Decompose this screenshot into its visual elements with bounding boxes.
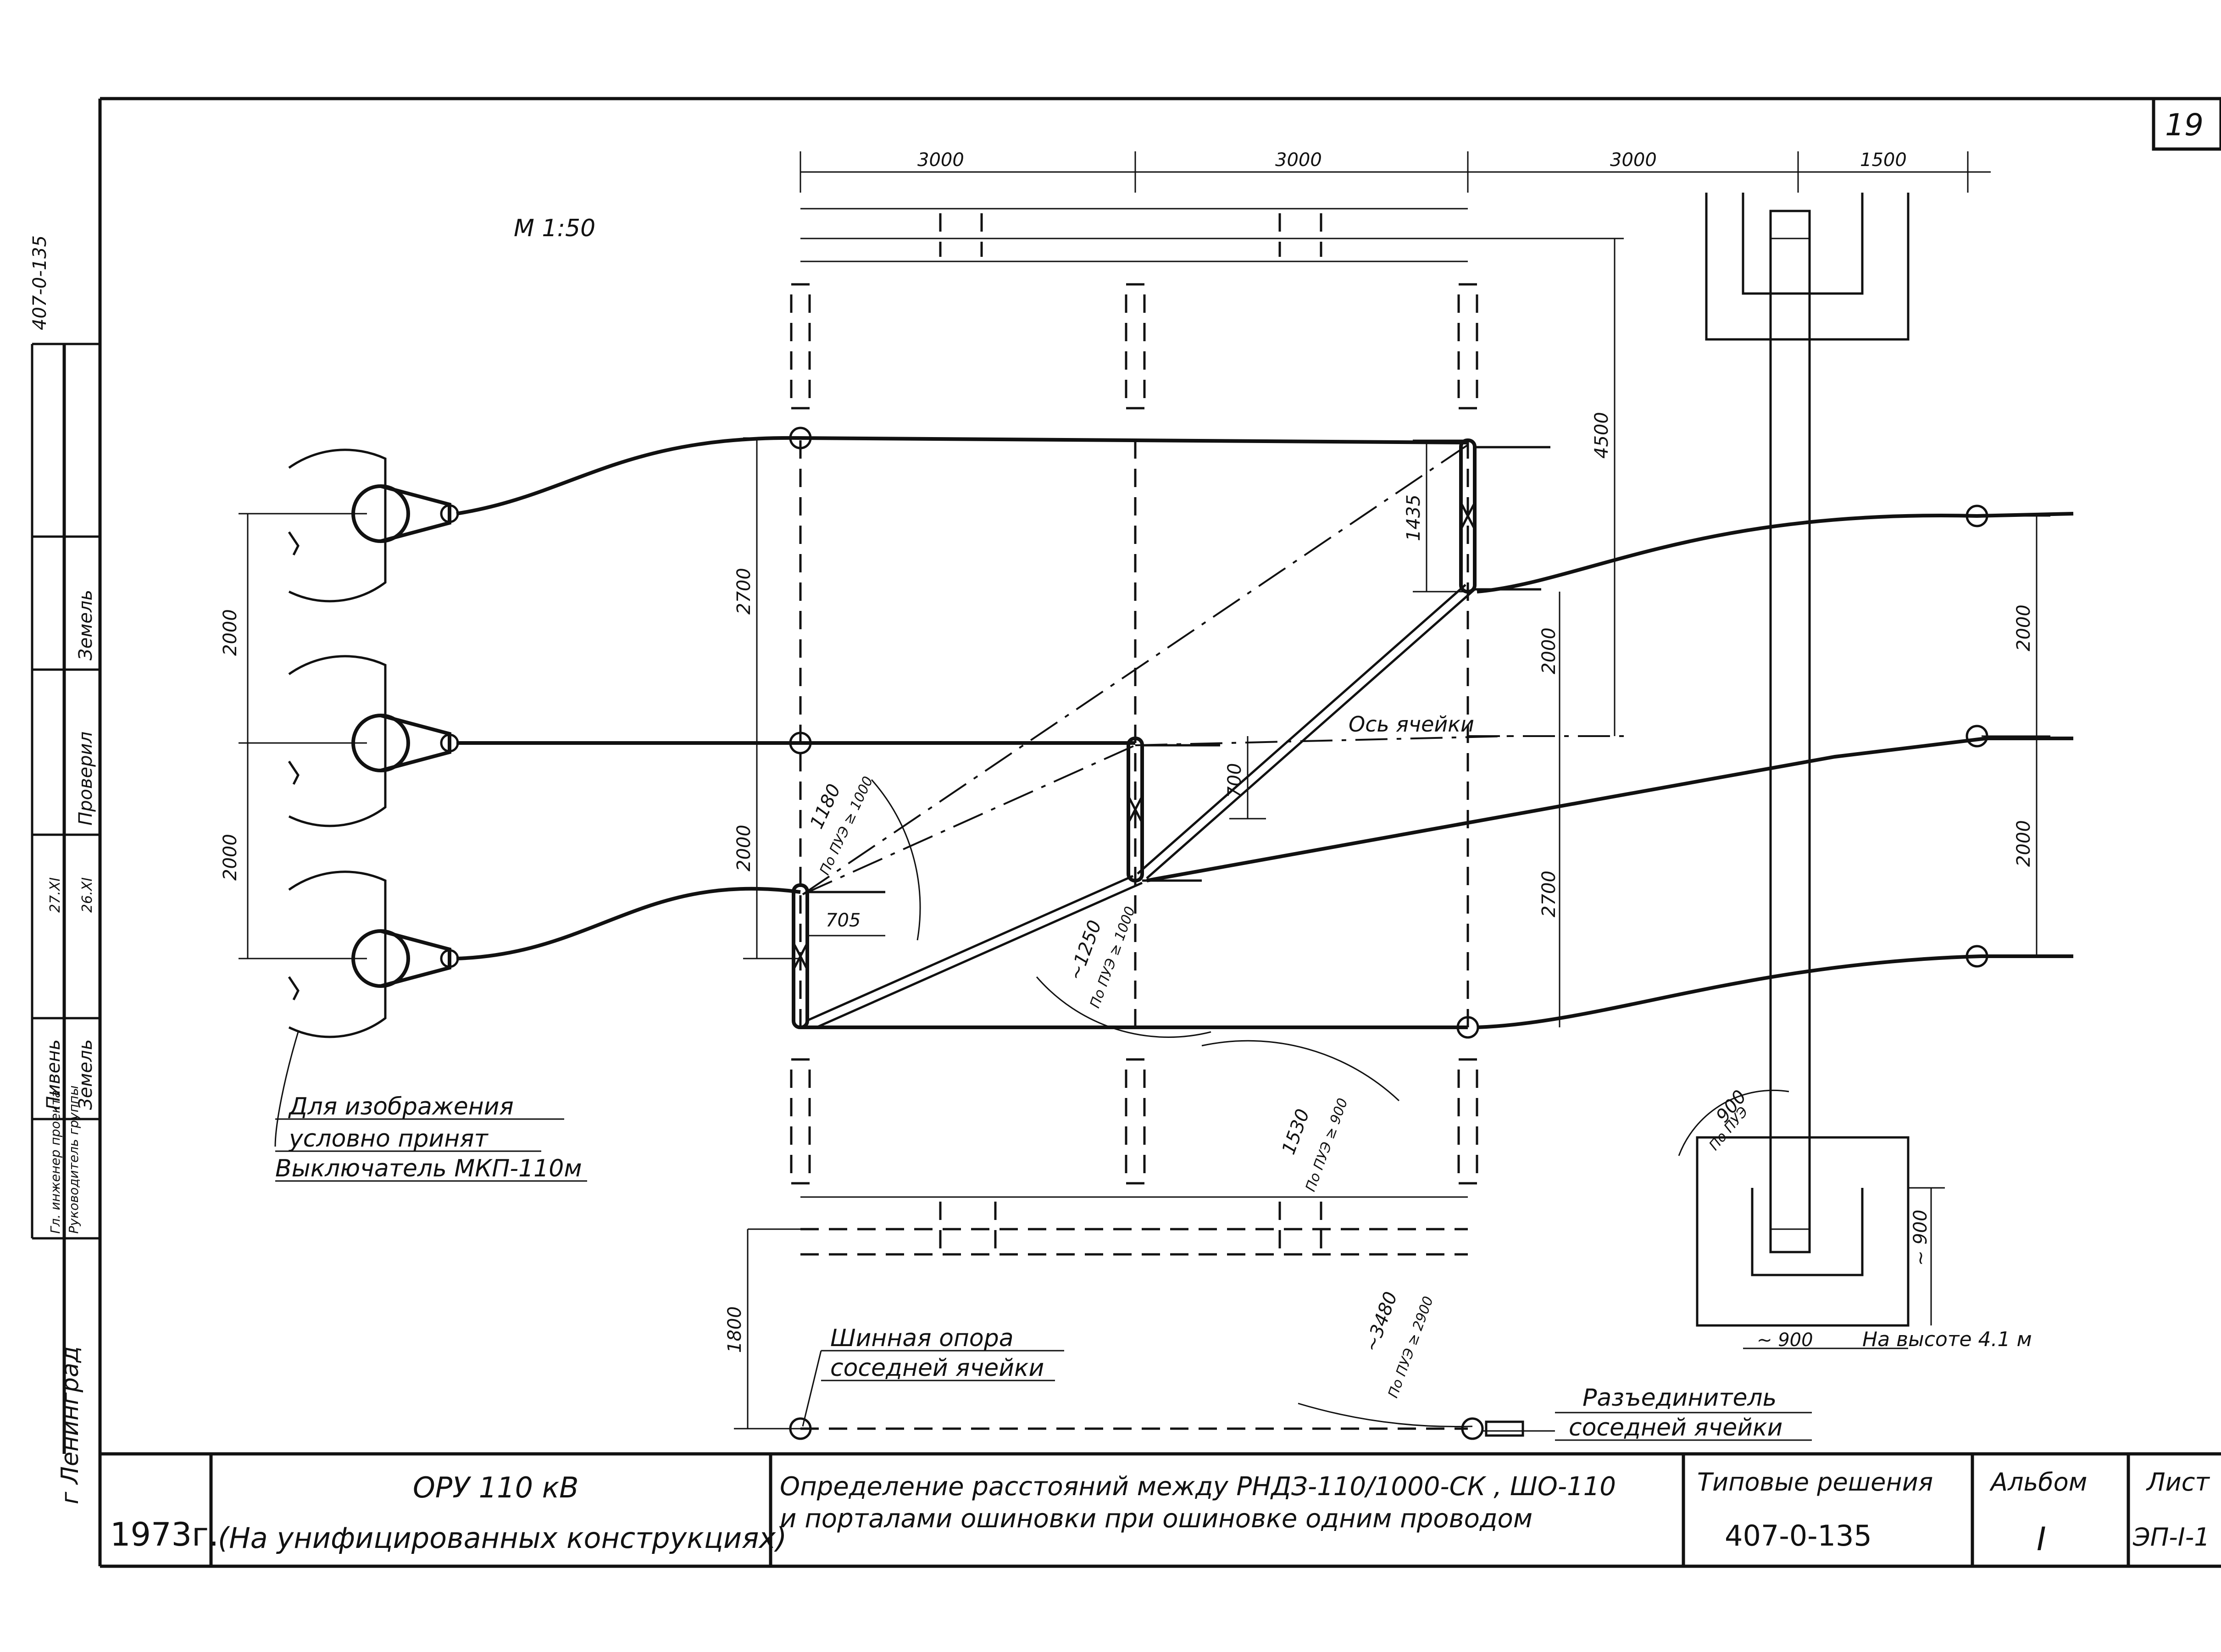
cell-axis-label: Ось ячейки <box>1349 712 1474 737</box>
disconnector-label-2: соседней ячейки <box>1569 1414 1782 1441</box>
sheet-corner-number: 19 <box>2165 107 2204 143</box>
dim-1800: 1800 <box>724 1306 745 1353</box>
side-stamp-city: г Ленинград <box>56 1346 84 1504</box>
side-stamp-checked-name: Земель <box>75 590 96 660</box>
breaker-note-leader <box>274 1031 587 1182</box>
breaker-note-line-2: условно принят <box>288 1125 489 1153</box>
dim-top-3000-c: 3000 <box>1610 150 1657 171</box>
title-year: 1973г. <box>110 1516 219 1553</box>
dim-900-horizontal: ~ 900 <box>1757 1330 1813 1351</box>
title-description-line-2: и порталами ошиновки при ошиновке одним … <box>780 1504 1532 1534</box>
dim-2000-left-mid: 2000 <box>733 825 755 871</box>
side-stamp-date-2: 26.XI <box>79 877 95 913</box>
title-block <box>209 1454 2130 1566</box>
dim-top-1500: 1500 <box>1860 150 1907 171</box>
dim-1530-sub: По ПУЭ ≥ 900 <box>1303 1096 1351 1194</box>
lower-portal-beam <box>748 1196 1468 1430</box>
side-stamp-date-1: 27.XI <box>47 877 63 913</box>
breaker-middle <box>288 655 459 827</box>
side-stamp-name-2: Земель <box>75 1039 96 1110</box>
side-stamp-role-1: Гл. инженер проекта <box>48 1090 63 1234</box>
title-object-line-2: (На унифицированных конструкциях) <box>218 1521 787 1555</box>
bus-support-label-2: соседней ячейки <box>830 1354 1044 1382</box>
dim-1435: 1435 <box>1403 494 1424 541</box>
title-typical-number: 407-0-135 <box>1725 1519 1872 1552</box>
diagonal-links <box>806 584 1476 1029</box>
side-stamp <box>31 343 100 1454</box>
height-note: На высоте 4.1 м <box>1862 1328 2032 1351</box>
side-stamp-checked: Проверил <box>75 732 96 826</box>
upper-portal-beam <box>800 208 1624 262</box>
bus-support-label-1: Шинная опора <box>830 1325 1014 1352</box>
dim-right-2000-b: 2000 <box>2013 820 2034 867</box>
breaker-group <box>239 449 459 1038</box>
title-album-value: I <box>2037 1520 2046 1558</box>
title-sheet-label: Лист <box>2146 1468 2210 1497</box>
side-stamp-top-text: 407-0-135 <box>29 235 50 330</box>
breaker-note-line-3: Выключатель МКП-110м <box>275 1155 582 1182</box>
dim-top-3000-a: 3000 <box>917 150 964 171</box>
breaker-note-line-1: Для изображения <box>288 1093 514 1120</box>
title-sheet-value: ЭП-I-1 <box>2132 1523 2210 1552</box>
title-typical-label: Типовые решения <box>1697 1468 1933 1497</box>
disconnector-right <box>1459 438 1550 593</box>
clearance-lines <box>802 444 1624 895</box>
clearance-arcs <box>871 779 1789 1427</box>
internal-dimensions <box>734 238 1616 1430</box>
dim-2000-right-mid: 2000 <box>1538 627 1560 674</box>
conductors <box>456 436 2074 1029</box>
dim-right-2000-a: 2000 <box>2013 604 2034 651</box>
support-nodes <box>789 427 1988 1440</box>
side-stamp-name-1: Пивень <box>43 1039 64 1110</box>
bus-support-column <box>1696 193 2050 1349</box>
title-description-line-1: Определение расстояний между РНДЗ-110/10… <box>780 1472 1616 1502</box>
dim-left-2000-b: 2000 <box>220 834 241 881</box>
dim-2700-left: 2700 <box>733 568 755 615</box>
lower-support-columns <box>790 1058 1478 1185</box>
dim-top-3000-b: 3000 <box>1275 150 1322 171</box>
title-album-label: Альбом <box>1989 1468 2087 1497</box>
upper-support-columns <box>790 283 1478 410</box>
dim-2700-right: 2700 <box>1538 870 1560 917</box>
disconnector-middle <box>1127 737 1220 882</box>
top-dimension-chain <box>800 151 1991 193</box>
dim-705: 705 <box>826 910 861 931</box>
dim-900-vertical: ~ 900 <box>1910 1209 1931 1266</box>
disconnector-label-1: Разъединитель <box>1582 1384 1777 1412</box>
breaker-bottom <box>288 870 459 1038</box>
title-object-line-1: ОРУ 110 кВ <box>413 1471 579 1504</box>
dim-1530: 1530 <box>1278 1106 1314 1157</box>
disconnector-leader <box>1482 1412 1812 1441</box>
dim-4500: 4500 <box>1591 412 1612 459</box>
breaker-top <box>288 449 459 603</box>
dim-3480: ~3480 <box>1360 1289 1402 1355</box>
bus-support-leader <box>802 1350 1064 1427</box>
scale-label: М 1:50 <box>514 215 595 242</box>
side-stamp-role-2: Руководитель группы <box>66 1086 81 1234</box>
dim-left-2000-a: 2000 <box>220 609 241 656</box>
dim-1250-sub: По ПУЭ ≥ 1000 <box>1087 904 1139 1010</box>
dim-700: 700 <box>1224 763 1245 798</box>
